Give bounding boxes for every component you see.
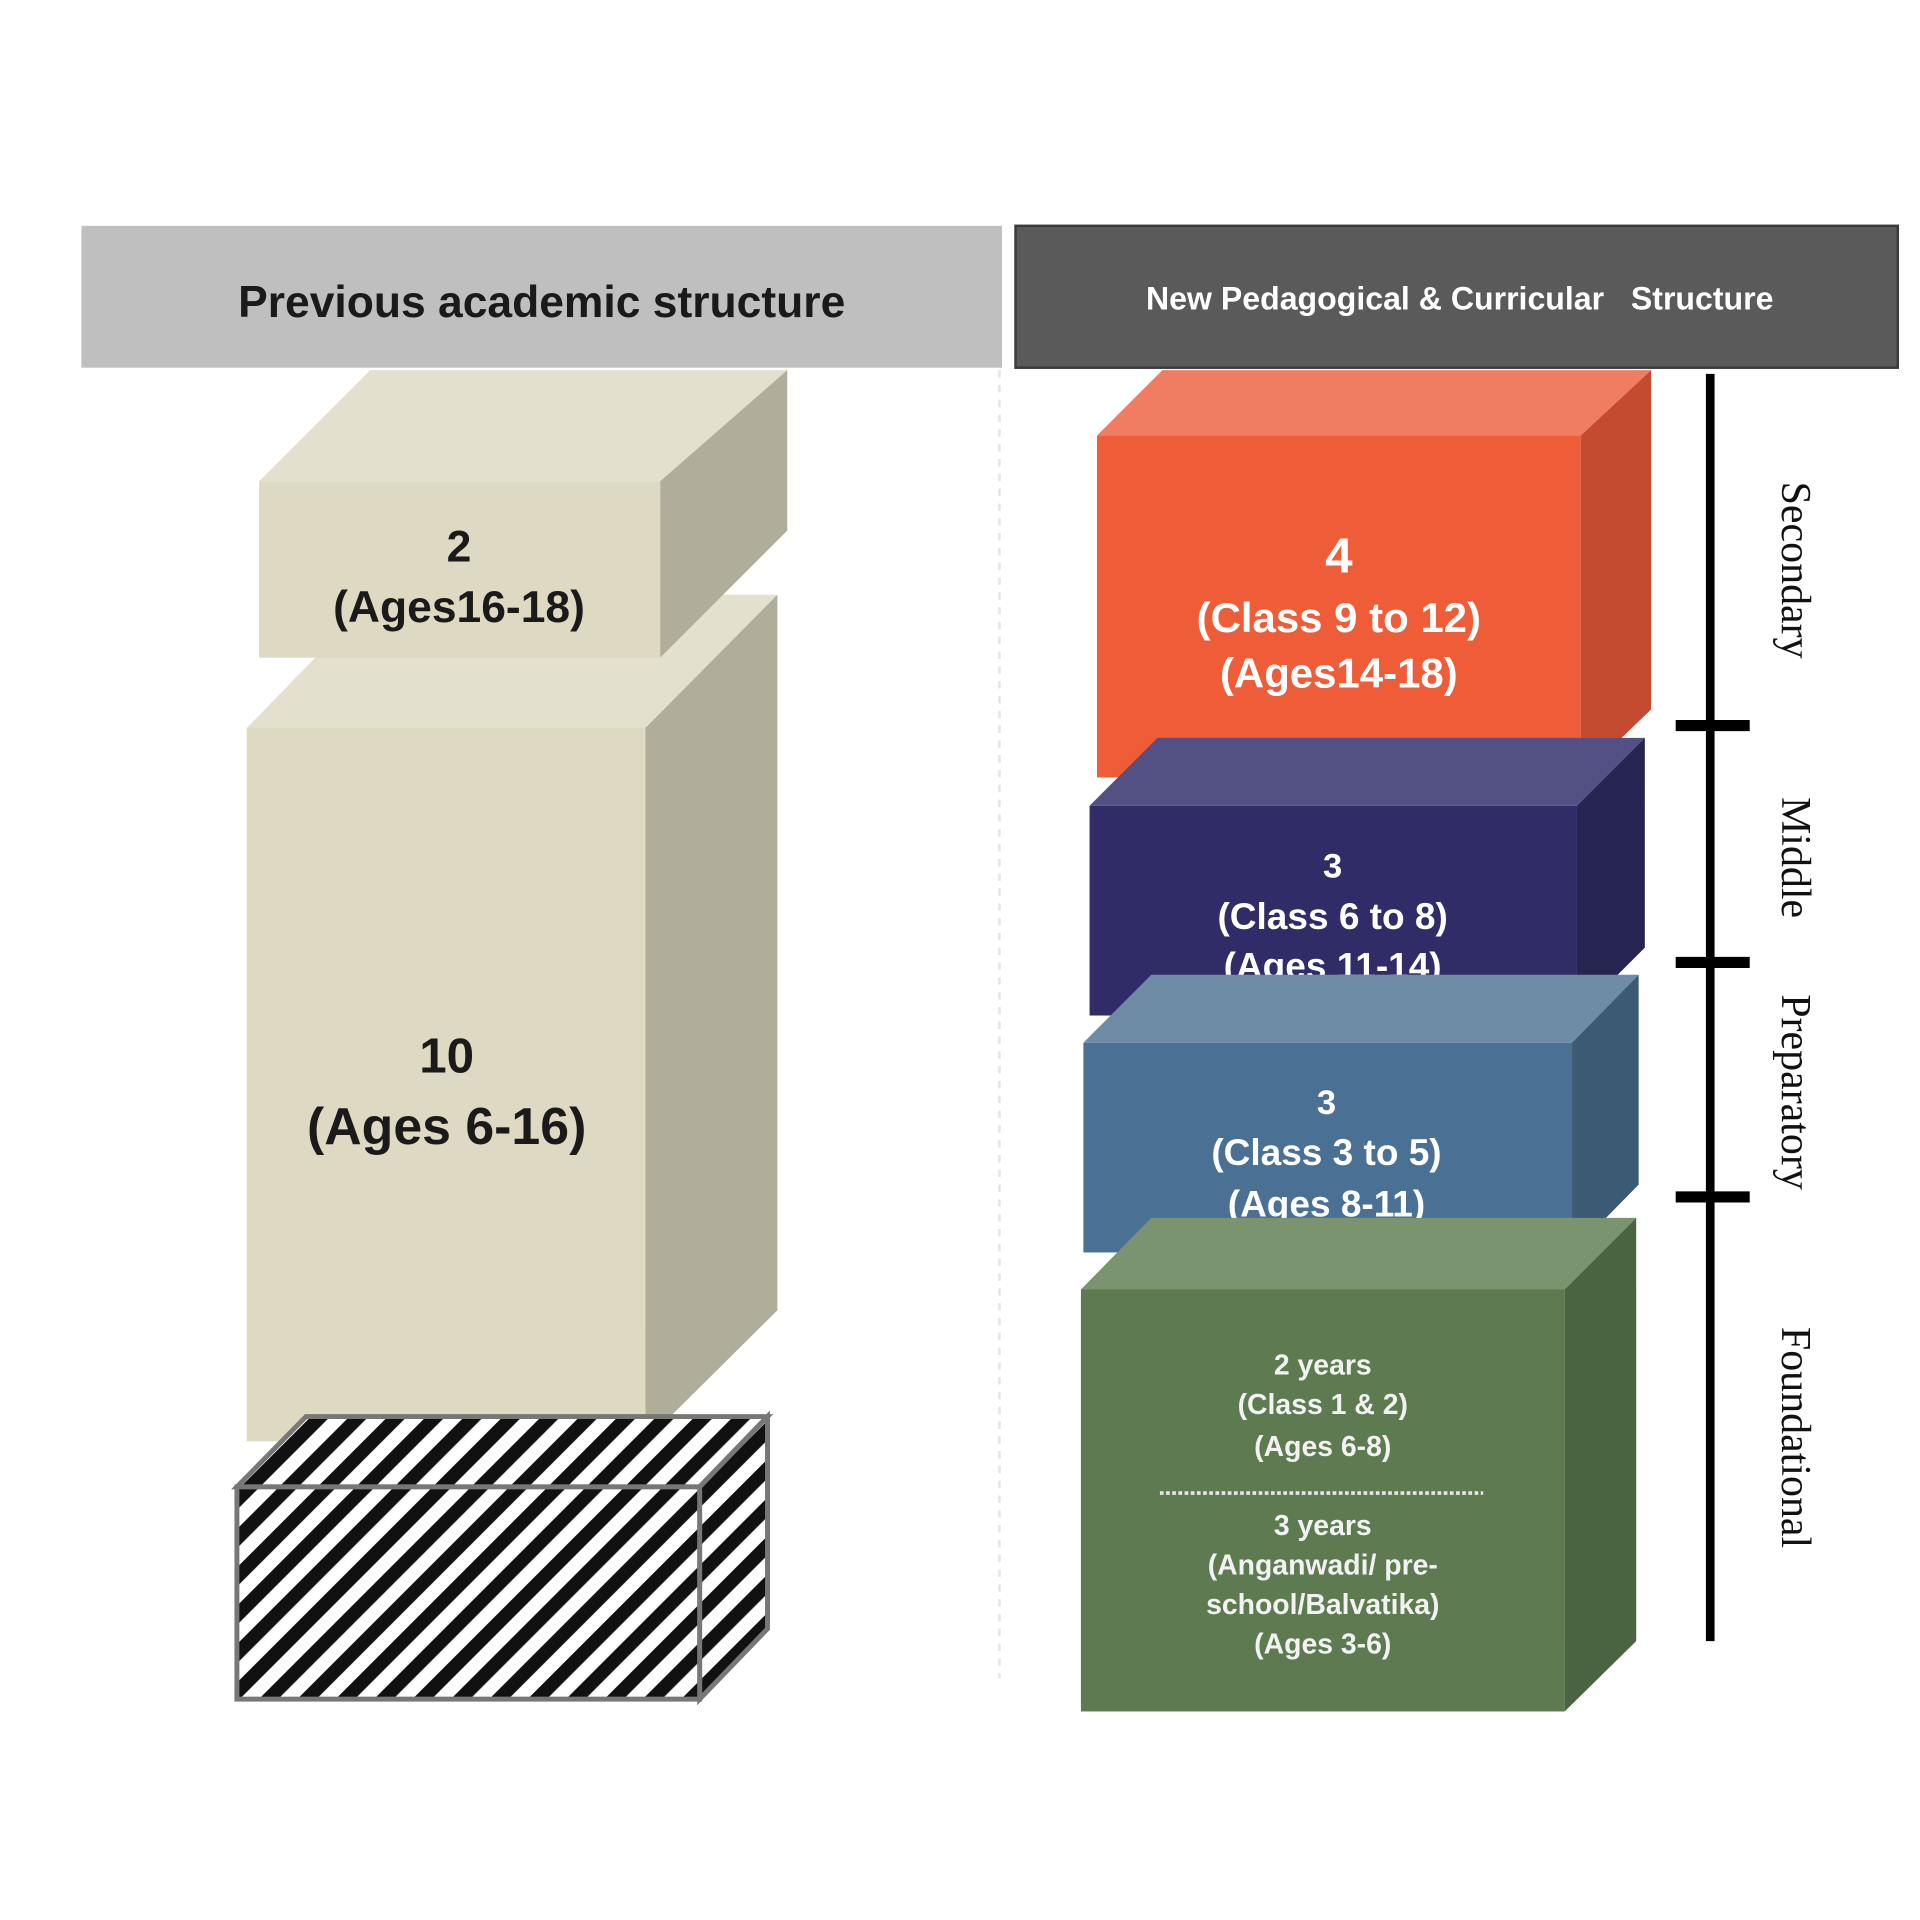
stage-label-preparatory: Preparatory: [1772, 994, 1818, 1190]
block-years: 10: [419, 1028, 474, 1083]
new-block-foundational: 2 years (Class 1 & 2) (Ages 6-8) 3 years…: [1080, 1217, 1637, 1712]
new-block-secondary: 4 (Class 9 to 12) (Ages14-18): [1096, 370, 1652, 778]
block-years: 3: [1317, 1084, 1336, 1122]
block-ages: (Ages 6-16): [307, 1097, 586, 1155]
block-years: 2: [447, 522, 472, 571]
previous-structure-header: Previous academic structure: [81, 225, 1002, 368]
block-classes: (Class 9 to 12): [1197, 594, 1481, 641]
preschool-label-line1: (Anganwadi/ pre-: [1208, 1549, 1438, 1581]
block-classes: (Class 1 & 2): [1238, 1389, 1408, 1421]
stage-label-secondary: Secondary: [1772, 482, 1818, 659]
block-ages: (Ages16-18): [333, 583, 585, 632]
new-block-preparatory: 3 (Class 3 to 5) (Ages 8-11): [1083, 974, 1639, 1253]
previous-header-text: Previous academic structure: [238, 278, 845, 327]
block-years: 2 years: [1274, 1350, 1372, 1382]
new-structure-header: New Pedagogical & Curricular Structure: [1014, 224, 1900, 369]
block-years: 4: [1325, 529, 1353, 584]
preschool-ages: (Ages 3-6): [1254, 1628, 1391, 1660]
previous-block-10-years: 10 (Ages 6-16): [246, 594, 778, 1442]
stage-label-middle: Middle: [1772, 797, 1818, 918]
preschool-years: 3 years: [1274, 1510, 1372, 1542]
block-ages: (Ages14-18): [1220, 649, 1458, 696]
stage-axis: [1675, 373, 1750, 1642]
new-header-text: New Pedagogical & Curricular Structure: [1146, 281, 1773, 317]
block-classes: (Class 3 to 5): [1211, 1131, 1441, 1173]
block-years: 3: [1323, 847, 1342, 885]
previous-block-2-years: 2 (Ages16-18): [259, 370, 788, 658]
stage-label-foundational: Foundational: [1772, 1327, 1818, 1548]
block-classes: (Class 6 to 8): [1217, 895, 1447, 937]
block-ages: (Ages 6-8): [1254, 1431, 1391, 1463]
block-ages: (Ages 8-11): [1228, 1183, 1425, 1225]
previous-block-hatched: [231, 1410, 774, 1706]
new-block-middle: 3 (Class 6 to 8) (Ages 11-14): [1089, 737, 1645, 1016]
preschool-label-line2: school/Balvatika): [1206, 1589, 1439, 1621]
